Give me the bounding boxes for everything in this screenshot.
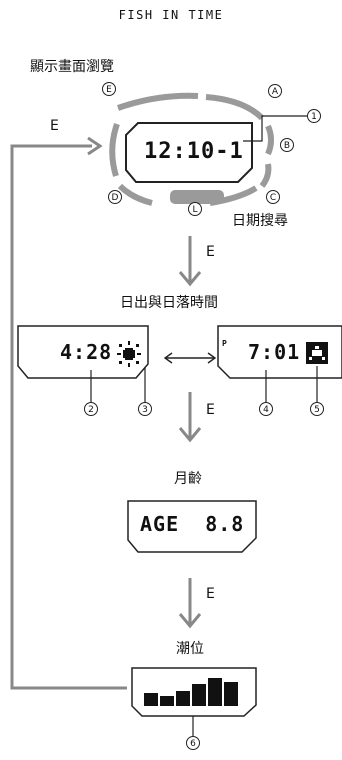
sunset-time: 7:01 bbox=[248, 340, 301, 364]
callout-5: 5 bbox=[310, 402, 324, 416]
down-arrows bbox=[178, 236, 202, 629]
press-label-1: E bbox=[206, 244, 215, 260]
button-e-marker: E bbox=[102, 82, 116, 96]
sunrise-time: 4:28 bbox=[60, 340, 113, 364]
button-l-marker: L bbox=[188, 202, 202, 216]
sunrise-lcd-frame bbox=[17, 325, 149, 379]
callout-3: 3 bbox=[138, 402, 152, 416]
press-label-3: E bbox=[206, 586, 215, 602]
callout-6: 6 bbox=[186, 736, 200, 750]
main-lcd-frame bbox=[125, 122, 253, 183]
date-search-label: 日期搜尋 bbox=[232, 213, 288, 229]
sun-icon-graphic bbox=[117, 341, 141, 367]
button-a-marker: A bbox=[268, 84, 282, 98]
loop-back-arrowhead bbox=[87, 136, 103, 156]
tide-bar bbox=[176, 691, 190, 706]
loop-back-line bbox=[10, 144, 127, 690]
moon-age-display: AGE 8.8 bbox=[140, 512, 245, 536]
tide-bar bbox=[224, 682, 238, 706]
main-display-time: 12:10-1 bbox=[144, 139, 244, 164]
sunset-icon-graphic bbox=[306, 342, 328, 364]
tide-bar bbox=[144, 693, 158, 706]
sunset-icon bbox=[306, 342, 328, 364]
callout-1: 1 bbox=[307, 109, 321, 123]
button-c-marker: C bbox=[266, 190, 280, 204]
tide-label: 潮位 bbox=[176, 641, 204, 657]
callout-4: 4 bbox=[259, 402, 273, 416]
moon-age-label: 月齡 bbox=[174, 471, 202, 487]
callout-1-leader bbox=[243, 115, 307, 142]
tide-bar bbox=[192, 684, 206, 706]
moon-lcd-frame bbox=[127, 500, 257, 553]
loop-press-label: E bbox=[50, 118, 59, 134]
watch-bottom-button bbox=[170, 190, 224, 204]
callout-2: 2 bbox=[84, 402, 98, 416]
sunset-lcd-frame bbox=[217, 325, 342, 379]
lower-callout-leaders bbox=[90, 366, 318, 402]
view-mode-label: 顯示畫面瀏覽 bbox=[30, 59, 114, 75]
diagram-title: FISH IN TIME bbox=[118, 8, 224, 22]
tide-bar bbox=[208, 678, 222, 706]
press-label-2: E bbox=[206, 402, 215, 418]
button-d-marker: D bbox=[108, 190, 122, 204]
swap-arrow bbox=[163, 352, 217, 364]
tide-graph-bars bbox=[144, 678, 238, 706]
button-b-marker: B bbox=[280, 138, 294, 152]
sunrise-sunset-label: 日出與日落時間 bbox=[120, 295, 218, 311]
sun-icon bbox=[116, 340, 142, 368]
tide-bar bbox=[160, 696, 174, 706]
sunset-pm-indicator: P bbox=[222, 339, 227, 348]
